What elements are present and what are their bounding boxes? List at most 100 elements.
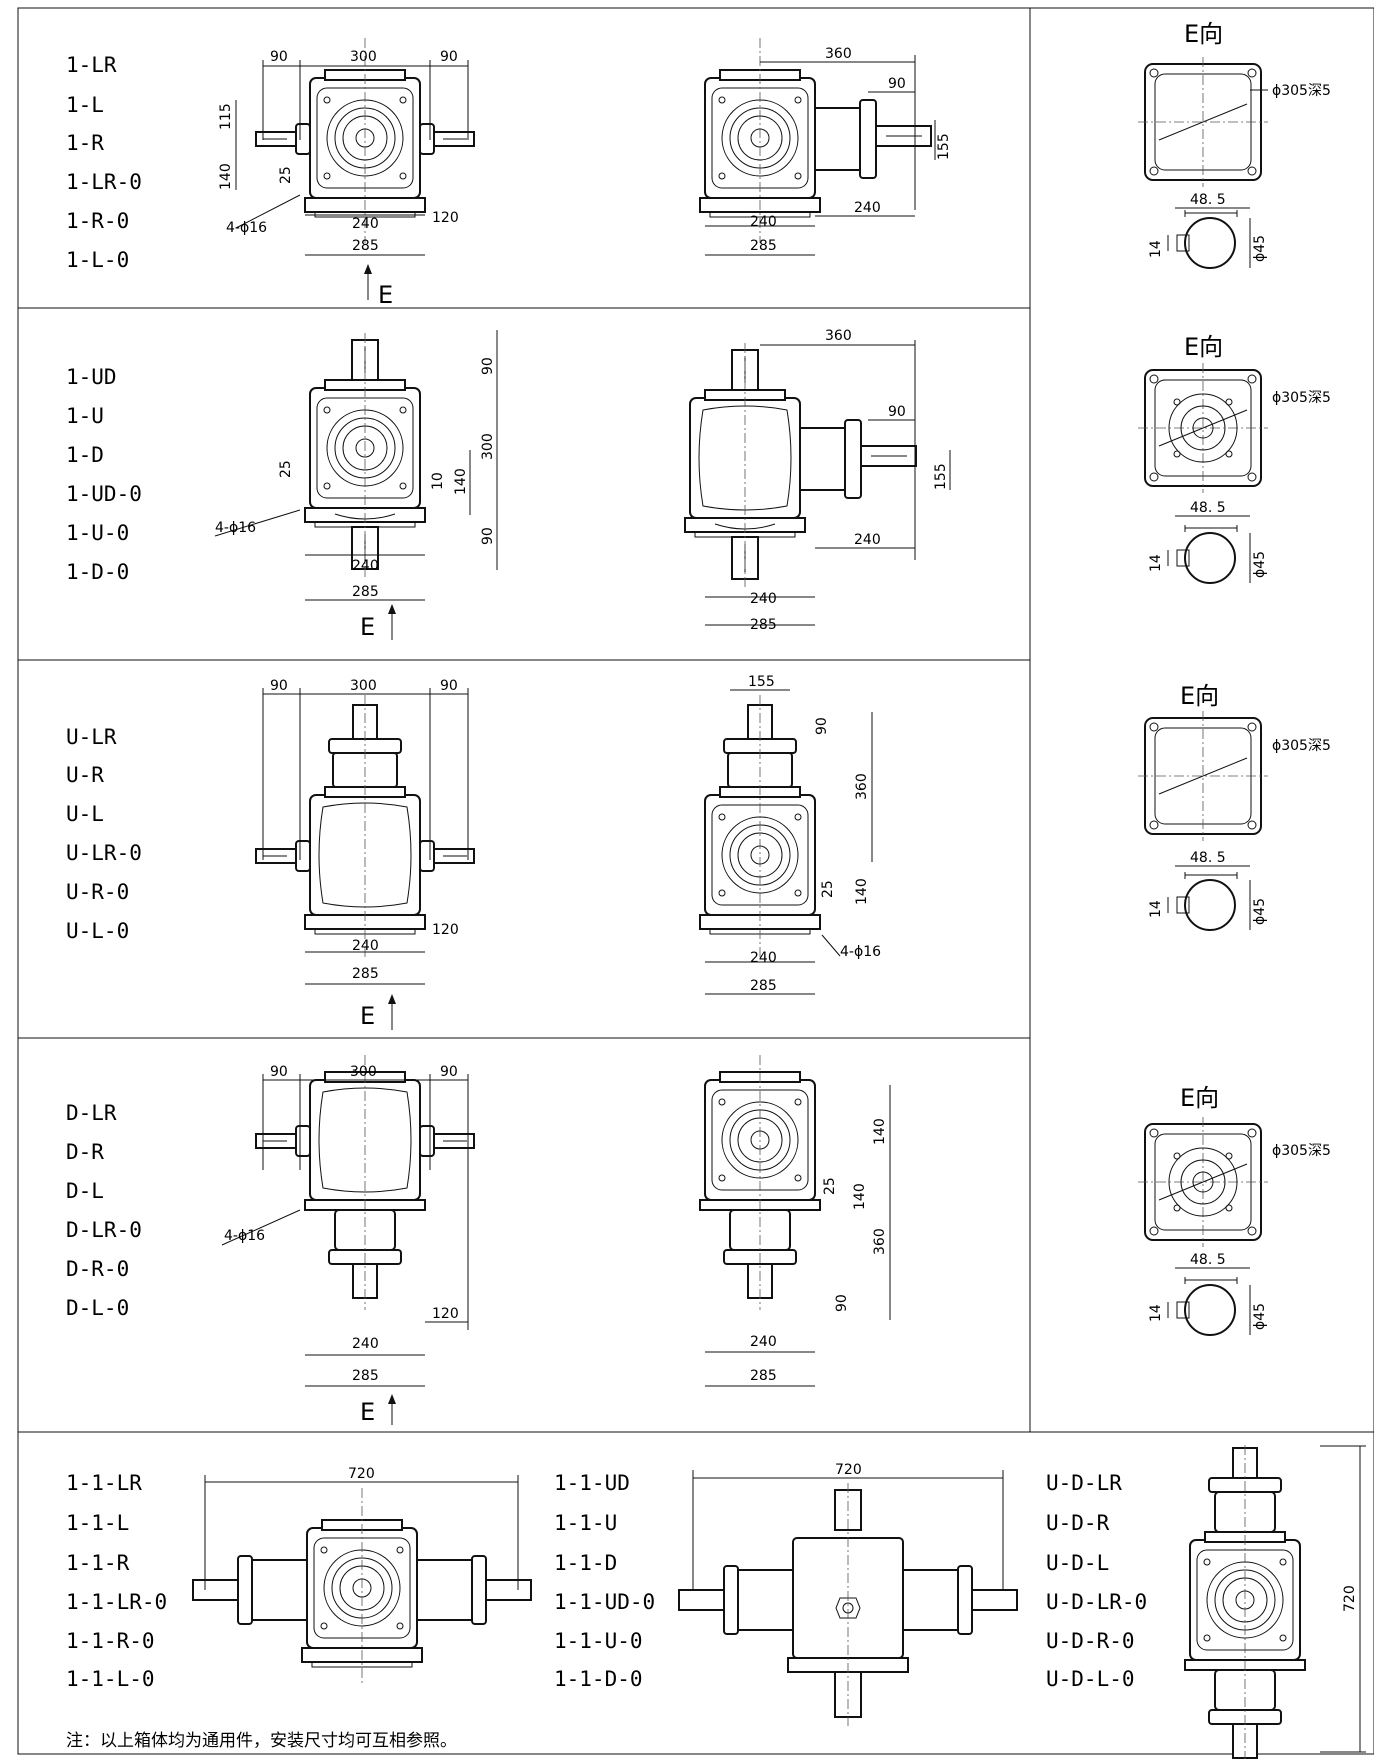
dimension-label: 120	[432, 1306, 459, 1322]
dimension-label: 90	[270, 49, 288, 65]
dimension-label: 720	[835, 1462, 862, 1478]
view-arrow-label: E	[360, 1398, 375, 1426]
row-3-front-view	[255, 695, 475, 960]
model-code: U-LR-0	[66, 841, 142, 865]
dimension-label: 115	[218, 103, 234, 130]
dimension-label: ϕ45	[1252, 551, 1268, 578]
dimension-label: 90	[270, 678, 288, 694]
bottom-codes-2: 1-1-UD 1-1-U 1-1-D 1-1-UD-0 1-1-U-0 1-1-…	[554, 1471, 655, 1691]
model-code: 1-1-LR	[66, 1471, 142, 1495]
dimension-label: 240	[854, 532, 881, 548]
dimension-label: 48. 5	[1190, 192, 1226, 208]
dimension-label: ϕ45	[1252, 898, 1268, 925]
dimension-label: 240	[750, 214, 777, 230]
row-4-front-view	[255, 1055, 475, 1310]
model-code: 1-1-R-0	[66, 1629, 155, 1653]
e-view-title: E向	[1184, 20, 1223, 48]
dimension-label: 285	[352, 1368, 379, 1384]
dimension-label: 300	[350, 678, 377, 694]
model-code: D-L-0	[66, 1296, 129, 1320]
model-code: 1-D-0	[66, 560, 129, 584]
dimension-label: ϕ305深5	[1272, 738, 1331, 754]
bottom-dims-2: 720	[692, 1462, 1004, 1590]
row-1-codes: 1-LR 1-L 1-R 1-LR-0 1-R-0 1-L-0	[66, 53, 142, 272]
dimension-label: 720	[1342, 1585, 1358, 1612]
dimension-label: 25	[820, 880, 836, 898]
dimension-label: ϕ45	[1252, 235, 1268, 262]
dimension-label: 240	[352, 938, 379, 954]
dimension-label: 240	[352, 216, 379, 232]
model-code: 1-UD	[66, 365, 117, 389]
model-code: 1-1-D	[554, 1551, 617, 1575]
dimension-label: 90	[480, 357, 496, 375]
model-code: 1-1-U	[554, 1511, 617, 1535]
model-code: 1-1-L	[66, 1511, 129, 1535]
model-code: D-L	[66, 1179, 104, 1203]
row-3-codes: U-LR U-R U-L U-LR-0 U-R-0 U-L-0	[66, 725, 142, 943]
model-code: 1-1-L-0	[66, 1667, 155, 1691]
dimension-label: 240	[750, 1334, 777, 1350]
dimension-label: 90	[480, 527, 496, 545]
dimension-label: 48. 5	[1190, 850, 1226, 866]
dimension-label: 90	[888, 76, 906, 92]
model-code: 1-1-LR-0	[66, 1590, 167, 1614]
dimension-label: 140	[218, 163, 234, 190]
row-1-front-dims: 90 300 90 115 140 25 240 285 120 4-ϕ16 E	[218, 49, 469, 309]
dimension-label: 285	[352, 584, 379, 600]
dimension-label: 4-ϕ16	[840, 944, 881, 960]
row-4-side-dims: 140 25 140 360 90 240 285	[705, 1085, 891, 1387]
e-view-3: E向 ϕ305深5 48. 5 14 ϕ45	[1137, 682, 1331, 931]
model-code: 1-UD-0	[66, 482, 142, 506]
model-code: U-R-0	[66, 880, 129, 904]
row-4-side-view	[699, 1055, 821, 1310]
dimension-label: ϕ305深5	[1272, 83, 1331, 99]
dimension-label: 140	[852, 1183, 868, 1210]
dimension-label: 14	[1148, 1304, 1164, 1322]
row-2-codes: 1-UD 1-U 1-D 1-UD-0 1-U-0 1-D-0	[66, 365, 142, 584]
dimension-label: 300	[350, 49, 377, 65]
row-4-front-dims: 90 300 90 4-ϕ16 120 240 285 E	[221, 1064, 469, 1426]
e-view-title: E向	[1180, 682, 1219, 710]
dimension-label: 120	[432, 210, 459, 226]
row-2-side-dims: 360 90 155 240 285 240	[705, 328, 951, 633]
model-code: U-D-L-0	[1046, 1667, 1135, 1691]
model-code: U-D-R	[1046, 1511, 1110, 1535]
row-1-front-view	[255, 38, 475, 243]
view-arrow-label: E	[360, 1002, 375, 1030]
model-code: U-D-R-0	[1046, 1629, 1135, 1653]
dimension-label: ϕ305深5	[1272, 1143, 1331, 1159]
dimension-label: 360	[872, 1228, 888, 1255]
model-code: 1-1-D-0	[554, 1667, 643, 1691]
dimension-label: 240	[750, 591, 777, 607]
dimension-label: 720	[348, 1466, 375, 1482]
bottom-dims-1: 720	[204, 1466, 519, 1590]
dimension-label: 4-ϕ16	[226, 220, 267, 236]
dimension-label: 240	[854, 200, 881, 216]
model-code: 1-R	[66, 131, 104, 155]
model-code: U-D-LR	[1046, 1471, 1122, 1495]
dimension-label: 155	[933, 463, 949, 490]
dimension-label: 240	[750, 950, 777, 966]
model-code: 1-1-UD	[554, 1471, 630, 1495]
model-code: D-LR-0	[66, 1218, 142, 1242]
row-3-side-view	[699, 695, 821, 960]
row-4-codes: D-LR D-R D-L D-LR-0 D-R-0 D-L-0	[66, 1101, 142, 1320]
bottom-codes-3: U-D-LR U-D-R U-D-L U-D-LR-0 U-D-R-0 U-D-…	[1046, 1471, 1147, 1691]
dimension-label: 10	[430, 472, 446, 490]
bottom-codes-1: 1-1-LR 1-1-L 1-1-R 1-1-LR-0 1-1-R-0 1-1-…	[66, 1471, 167, 1691]
dimension-label: 120	[432, 922, 459, 938]
dimension-label: 4-ϕ16	[224, 1228, 265, 1244]
model-code: U-L-0	[66, 919, 129, 943]
e-view-1: E向 ϕ305深5 48. 5 14 ϕ45	[1137, 20, 1331, 269]
model-code: 1-1-R	[66, 1551, 130, 1575]
dimension-label: 300	[350, 1064, 377, 1080]
model-code: U-D-LR-0	[1046, 1590, 1147, 1614]
dimension-label: 285	[750, 617, 777, 633]
row-2-side-view	[684, 343, 917, 588]
dimension-label: 240	[352, 1336, 379, 1352]
model-code: 1-1-U-0	[554, 1629, 643, 1653]
e-view-2: E向 ϕ305深5 48. 5 14 ϕ45	[1137, 333, 1331, 584]
bottom-view-3	[1184, 1445, 1306, 1759]
footnote: 注：以上箱体均为通用件，安装尺寸均可互相参照。	[66, 1731, 457, 1751]
